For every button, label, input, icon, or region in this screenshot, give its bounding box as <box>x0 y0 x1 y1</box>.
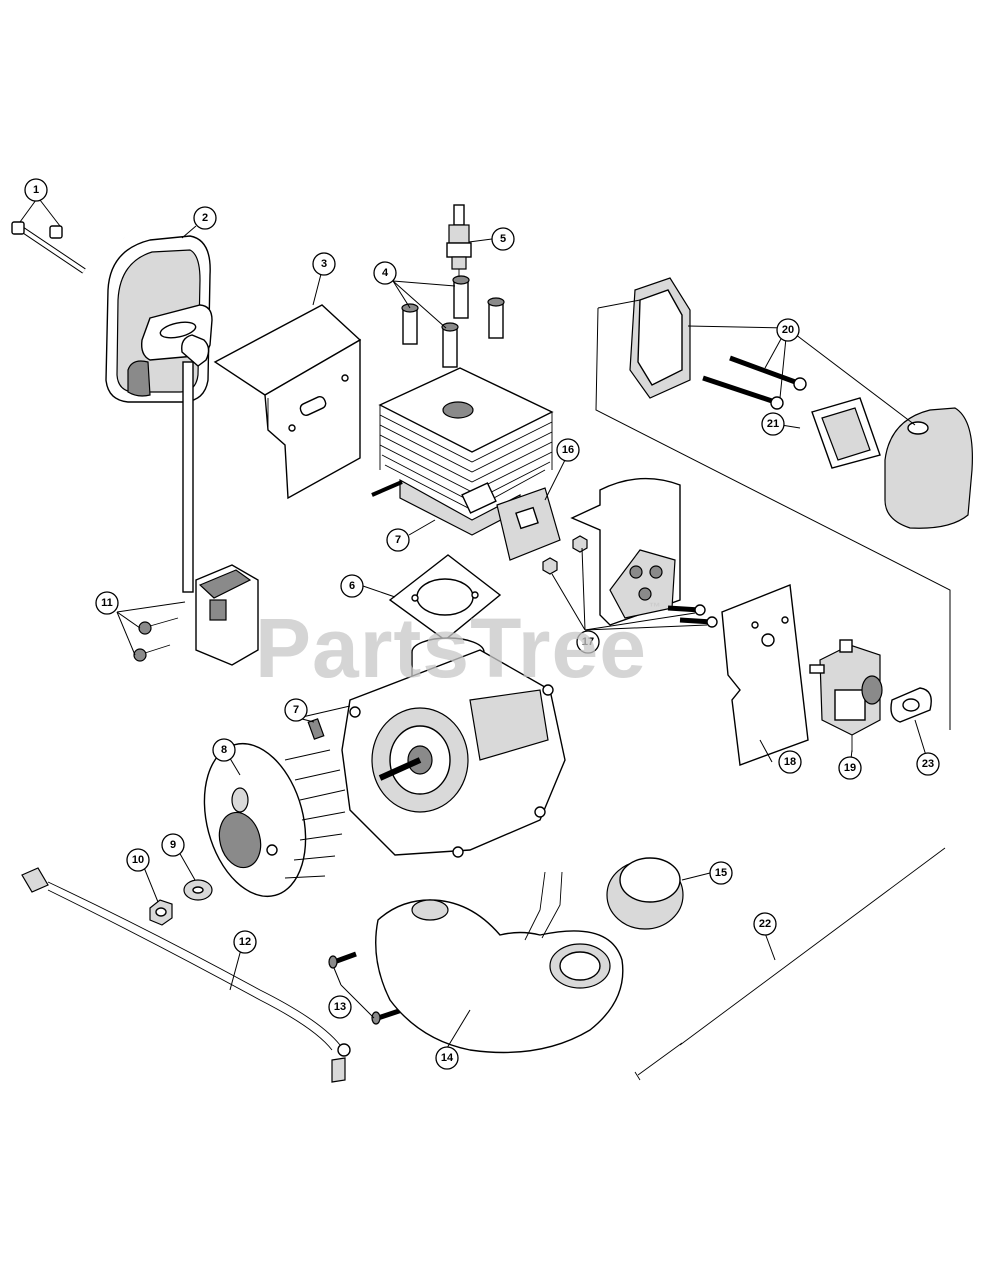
callout-21: 21 <box>761 412 785 436</box>
svg-text:2: 2 <box>202 212 208 224</box>
part-16-gasket <box>496 487 561 561</box>
svg-text:17: 17 <box>582 636 594 648</box>
callout-20: 20 <box>776 318 800 342</box>
callout-15: 15 <box>709 861 733 885</box>
callout-5: 5 <box>491 227 515 251</box>
svg-text:1: 1 <box>33 184 39 196</box>
callout-9: 9 <box>161 833 185 857</box>
part-22-throttle-cable <box>634 847 946 1081</box>
part-21-air-filter <box>811 397 881 469</box>
svg-text:14: 14 <box>441 1052 454 1064</box>
crankcase-assembly <box>307 637 566 858</box>
svg-text:7: 7 <box>293 704 299 716</box>
svg-text:3: 3 <box>321 258 327 270</box>
callout-23: 23 <box>916 752 940 776</box>
callout-10: 10 <box>126 848 150 872</box>
svg-text:23: 23 <box>922 758 934 770</box>
svg-text:9: 9 <box>170 839 176 851</box>
svg-text:15: 15 <box>715 867 727 879</box>
callout-17: 17 <box>576 630 600 654</box>
part-5-spark-plug <box>446 204 472 277</box>
callout-19: 19 <box>838 756 862 780</box>
svg-text:4: 4 <box>382 267 389 279</box>
svg-text:8: 8 <box>221 744 227 756</box>
reference-outline <box>595 299 951 730</box>
part-15-fuel-cap <box>606 857 684 930</box>
part-7-cylinder <box>371 367 554 536</box>
callout-1: 1 <box>24 178 48 202</box>
callout-3: 3 <box>312 252 336 276</box>
callout-13: 13 <box>328 995 352 1019</box>
svg-text:12: 12 <box>239 936 251 948</box>
part-4-cylinder-bolts <box>401 275 505 368</box>
callout-11: 11 <box>95 591 119 615</box>
part-2-muffler <box>105 235 213 403</box>
callout-6: 6 <box>340 574 364 598</box>
part-3-heat-shield <box>213 304 362 500</box>
part-11-ignition-coil <box>133 334 259 666</box>
svg-text:13: 13 <box>334 1001 346 1013</box>
svg-text:10: 10 <box>132 854 144 866</box>
part-10-nut <box>149 899 173 926</box>
part-13-screws <box>328 951 403 1025</box>
part-23-gasket <box>890 687 932 723</box>
svg-text:11: 11 <box>101 597 113 609</box>
svg-text:5: 5 <box>500 233 506 245</box>
svg-text:16: 16 <box>562 444 574 456</box>
callout-7b: 7 <box>284 698 308 722</box>
part-17-intake-adaptor <box>542 477 718 628</box>
part-12-ground-wire <box>21 867 351 1083</box>
callout-16: 16 <box>556 438 580 462</box>
part-14-fuel-tank <box>375 871 624 1054</box>
part-6-gasket <box>388 554 502 641</box>
part-19-carburetor <box>809 639 883 752</box>
callout-7a: 7 <box>386 528 410 552</box>
part-18-gasket <box>721 584 809 766</box>
svg-text:22: 22 <box>759 918 771 930</box>
svg-text:7: 7 <box>395 534 401 546</box>
svg-text:21: 21 <box>767 418 779 430</box>
callout-12: 12 <box>233 930 257 954</box>
part-8-flywheel <box>203 742 346 898</box>
callout-18: 18 <box>778 750 802 774</box>
callout-4: 4 <box>373 261 397 285</box>
svg-text:19: 19 <box>844 762 856 774</box>
svg-text:6: 6 <box>349 580 355 592</box>
callout-14: 14 <box>435 1046 459 1070</box>
svg-text:18: 18 <box>784 756 796 768</box>
callout-2: 2 <box>193 206 217 230</box>
part-9-washer <box>183 879 213 901</box>
part-20-air-box <box>629 277 973 529</box>
callout-8: 8 <box>212 738 236 762</box>
svg-text:20: 20 <box>782 324 794 336</box>
part-1-bolts <box>11 221 125 274</box>
callout-22: 22 <box>753 912 777 936</box>
